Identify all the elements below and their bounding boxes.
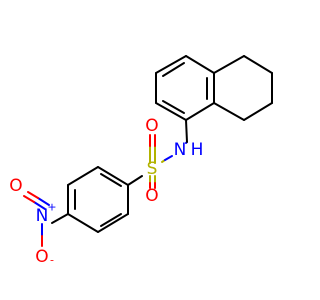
molecule-svg: S O O N H N + O O - <box>9 55 273 267</box>
bond <box>213 102 245 121</box>
nitro-oxygen-atom-bottom: O <box>35 247 48 267</box>
aromatic-inner-bond <box>100 213 122 227</box>
bond <box>185 119 188 143</box>
aromatic-inner-bond <box>162 62 185 77</box>
bond <box>97 166 129 186</box>
sulfur-atom: S <box>147 159 158 179</box>
bond <box>23 195 35 203</box>
amine-hydrogen-atom: H <box>191 140 204 160</box>
molecule-diagram: S O O N H N + O O - <box>9 55 273 267</box>
oxygen-atom-top: O <box>145 116 158 136</box>
bond <box>185 102 215 121</box>
nitro-nitrogen-charge: + <box>47 201 56 214</box>
nitro-nitrogen-atom: N <box>36 206 49 226</box>
bond <box>97 213 129 233</box>
bond <box>27 191 39 199</box>
oxygen-atom-bottom: O <box>145 186 158 206</box>
bond <box>155 55 187 74</box>
bond <box>33 201 46 210</box>
nitro-oxygen-atom-left: O <box>9 176 22 196</box>
nitro-oxygen-charge: - <box>50 254 54 267</box>
aromatic-inner-bond <box>100 173 122 187</box>
bond <box>155 102 187 121</box>
bond-group <box>23 55 273 247</box>
bond <box>213 55 245 74</box>
bond <box>51 213 69 224</box>
aromatic-inner-bond <box>162 100 185 114</box>
amine-nitrogen-atom: N <box>174 140 187 160</box>
bond <box>67 166 99 186</box>
bond <box>164 155 173 161</box>
bond <box>243 102 273 121</box>
bond <box>243 55 273 74</box>
bond <box>127 175 143 186</box>
atom-labels: S O O N H N + O O - <box>9 116 203 267</box>
bond <box>37 197 50 206</box>
bond <box>185 55 215 74</box>
bond <box>67 213 99 233</box>
